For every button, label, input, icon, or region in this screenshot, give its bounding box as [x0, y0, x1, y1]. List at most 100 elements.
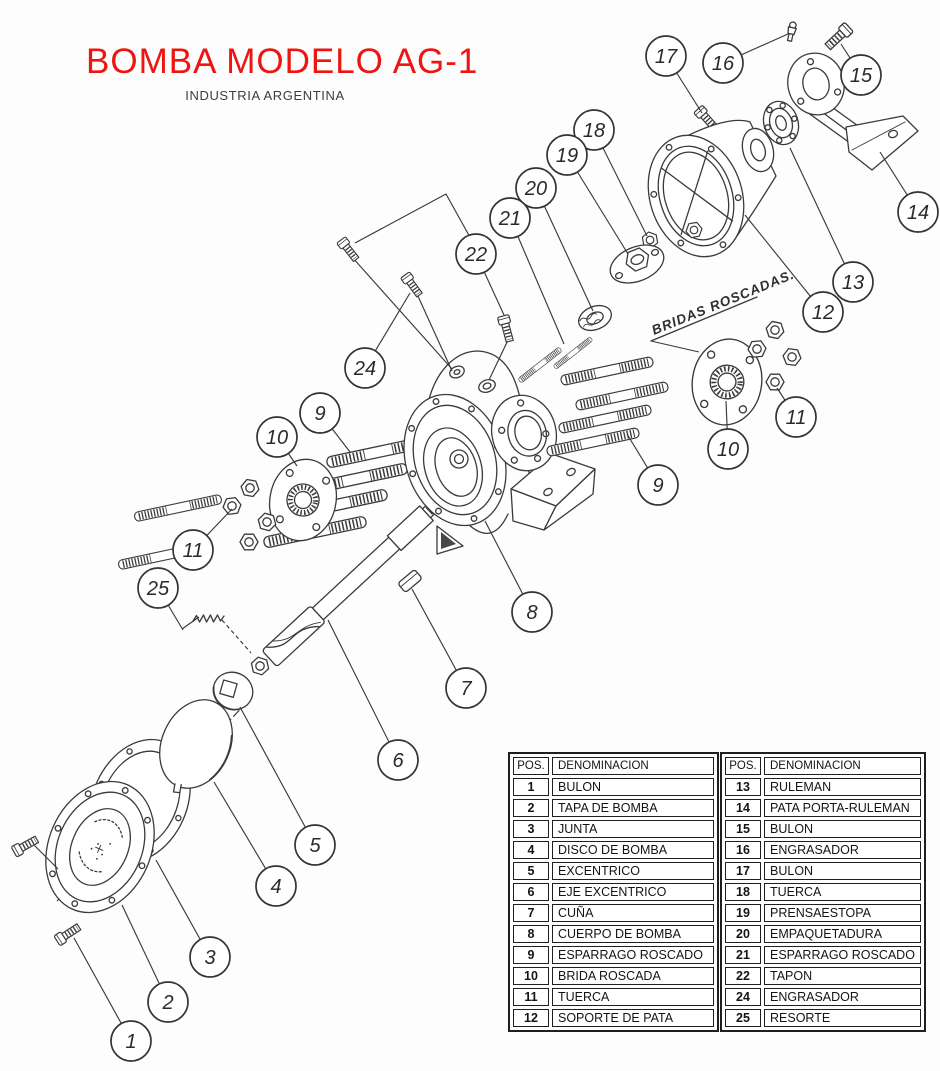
part-name: RESORTE	[764, 1009, 921, 1027]
part-bulon-1b	[54, 922, 82, 946]
svg-text:15: 15	[850, 65, 873, 87]
callout-22: 22	[455, 233, 497, 275]
part-pos: 21	[725, 946, 761, 964]
part-pos: 13	[725, 778, 761, 796]
part-name: TAPON	[764, 967, 921, 985]
part-name: ESPARRAGO ROSCADO	[552, 946, 714, 964]
callout-17: 17	[645, 35, 687, 77]
part-pos: 17	[725, 862, 761, 880]
table-header-row: POS. DENOMINACION	[725, 757, 921, 775]
part-pos: 25	[725, 1009, 761, 1027]
svg-text:18: 18	[583, 120, 605, 142]
svg-text:10: 10	[717, 439, 739, 461]
part-pos: 11	[513, 988, 549, 1006]
svg-text:5: 5	[309, 835, 321, 857]
part-prensaestopa	[609, 244, 665, 284]
part-pos: 16	[725, 841, 761, 859]
part-name: BULON	[552, 778, 714, 796]
svg-text:4: 4	[270, 876, 281, 898]
svg-text:12: 12	[812, 302, 834, 324]
part-pos: 6	[513, 883, 549, 901]
part-resorte	[192, 614, 225, 623]
part-name: TUERCA	[764, 883, 921, 901]
callout-8: 8	[511, 591, 553, 633]
part-pos: 4	[513, 841, 549, 859]
part-name: TAPA DE BOMBA	[552, 799, 714, 817]
svg-text:6: 6	[392, 750, 404, 772]
part-pos: 9	[513, 946, 549, 964]
part-name: PATA PORTA-RULEMAN	[764, 799, 921, 817]
callout-18: 18	[573, 109, 615, 151]
part-excentrico	[212, 671, 254, 711]
col-header-pos: POS.	[513, 757, 549, 775]
callout-10: 10	[707, 428, 749, 470]
svg-text:13: 13	[842, 272, 864, 294]
part-name: CUERPO DE BOMBA	[552, 925, 714, 943]
part-pos: 14	[725, 799, 761, 817]
part-name: ENGRASADOR	[764, 841, 921, 859]
callout-5: 5	[294, 824, 336, 866]
col-header-denominacion: DENOMINACION	[764, 757, 921, 775]
part-pos: 10	[513, 967, 549, 985]
part-name: EMPAQUETADURA	[764, 925, 921, 943]
callout-2: 2	[147, 981, 189, 1023]
page-title: BOMBA MODELO AG-1	[86, 42, 479, 81]
svg-text:1: 1	[125, 1031, 136, 1053]
part-pos: 18	[725, 883, 761, 901]
svg-text:19: 19	[556, 145, 578, 167]
col-header-denominacion: DENOMINACION	[552, 757, 714, 775]
callout-25: 25	[137, 567, 179, 609]
callout-11: 11	[172, 529, 214, 571]
callout-16: 16	[702, 42, 744, 84]
part-soporte-de-pata	[647, 119, 777, 258]
part-pos: 15	[725, 820, 761, 838]
svg-text:8: 8	[526, 602, 537, 624]
svg-text:24: 24	[353, 358, 376, 380]
callout-15: 15	[840, 54, 882, 96]
callout-layer: 1234567891011121314151617181920212224259…	[73, 33, 939, 1062]
part-name: BULON	[764, 862, 921, 880]
part-esparragos-right	[546, 356, 669, 456]
callout-14: 14	[897, 191, 939, 233]
part-pos: 19	[725, 904, 761, 922]
col-header-pos: POS.	[725, 757, 761, 775]
part-pata-porta-ruleman	[787, 52, 919, 171]
part-name: BRIDA ROSCADA	[552, 967, 714, 985]
svg-text:11: 11	[786, 407, 807, 429]
part-name: DISCO DE BOMBA	[552, 841, 714, 859]
part-bulon-15	[823, 22, 853, 51]
part-name: BULON	[764, 820, 921, 838]
svg-text:14: 14	[907, 202, 929, 224]
part-pos: 22	[725, 967, 761, 985]
svg-text:25: 25	[146, 578, 170, 600]
part-pos: 8	[513, 925, 549, 943]
part-cuerpo-de-bomba	[403, 350, 596, 555]
part-pos: 2	[513, 799, 549, 817]
svg-text:21: 21	[498, 208, 521, 230]
part-name: ESPARRAGO ROSCADO	[764, 946, 921, 964]
part-pos: 12	[513, 1009, 549, 1027]
callout-3: 3	[189, 936, 231, 978]
svg-text:11: 11	[183, 540, 204, 562]
callout-10: 10	[256, 416, 298, 458]
callout-20: 20	[515, 167, 557, 209]
part-name: ENGRASADOR	[764, 988, 921, 1006]
svg-text:9: 9	[652, 475, 663, 497]
svg-text:10: 10	[266, 427, 288, 449]
part-engrasador-24a	[337, 237, 361, 263]
